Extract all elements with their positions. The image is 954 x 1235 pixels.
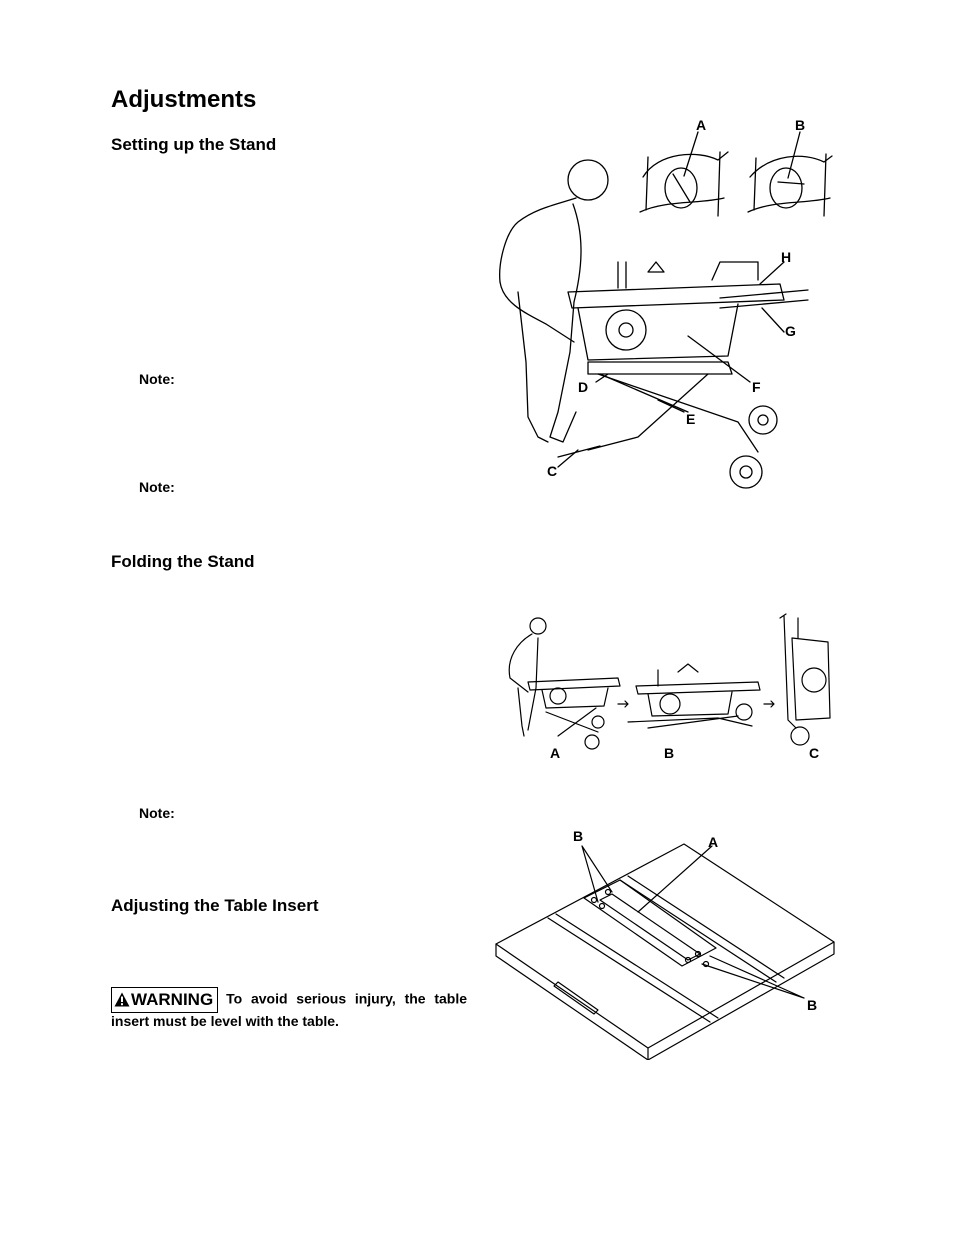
- note-label: Note:: [139, 371, 175, 387]
- figure-stand-folding: A B C: [508, 613, 831, 761]
- stand-setup-illustration-icon: [499, 131, 833, 489]
- callout-label: F: [752, 379, 761, 395]
- warning-badge-text: WARNING: [131, 990, 214, 1009]
- callout-label: B: [664, 745, 674, 761]
- warning-text: To avoid serious injury, the table inser…: [111, 990, 467, 1029]
- table-insert-illustration-icon: [495, 843, 835, 1060]
- figure-table-insert: A B B: [495, 828, 835, 1060]
- callout-label: A: [708, 834, 718, 850]
- callout-label: B: [795, 117, 805, 133]
- callout-label: D: [578, 379, 588, 395]
- callout-label: B: [807, 997, 817, 1013]
- section-heading-stand-setup: Setting up the Stand: [111, 135, 277, 154]
- note-label: Note:: [139, 479, 175, 495]
- callout-label: C: [809, 745, 819, 761]
- section-heading-table-insert: Adjusting the Table Insert: [111, 896, 319, 915]
- callout-label: E: [686, 411, 695, 427]
- callout-label: B: [573, 828, 583, 844]
- figure-stand-setup: A B C D E F G H: [499, 117, 833, 489]
- callout-label: G: [785, 323, 796, 339]
- callout-label: C: [547, 463, 557, 479]
- callout-label: A: [550, 745, 560, 761]
- stand-folding-illustration-icon: [508, 613, 831, 750]
- page-title: Adjustments: [111, 86, 257, 113]
- note-label: Note:: [139, 805, 175, 821]
- warning-triangle-icon: [114, 992, 130, 1007]
- callout-label: A: [696, 117, 706, 133]
- warning-badge: WARNING: [111, 987, 219, 1013]
- callout-label: H: [781, 249, 791, 265]
- section-heading-stand-folding: Folding the Stand: [111, 552, 255, 571]
